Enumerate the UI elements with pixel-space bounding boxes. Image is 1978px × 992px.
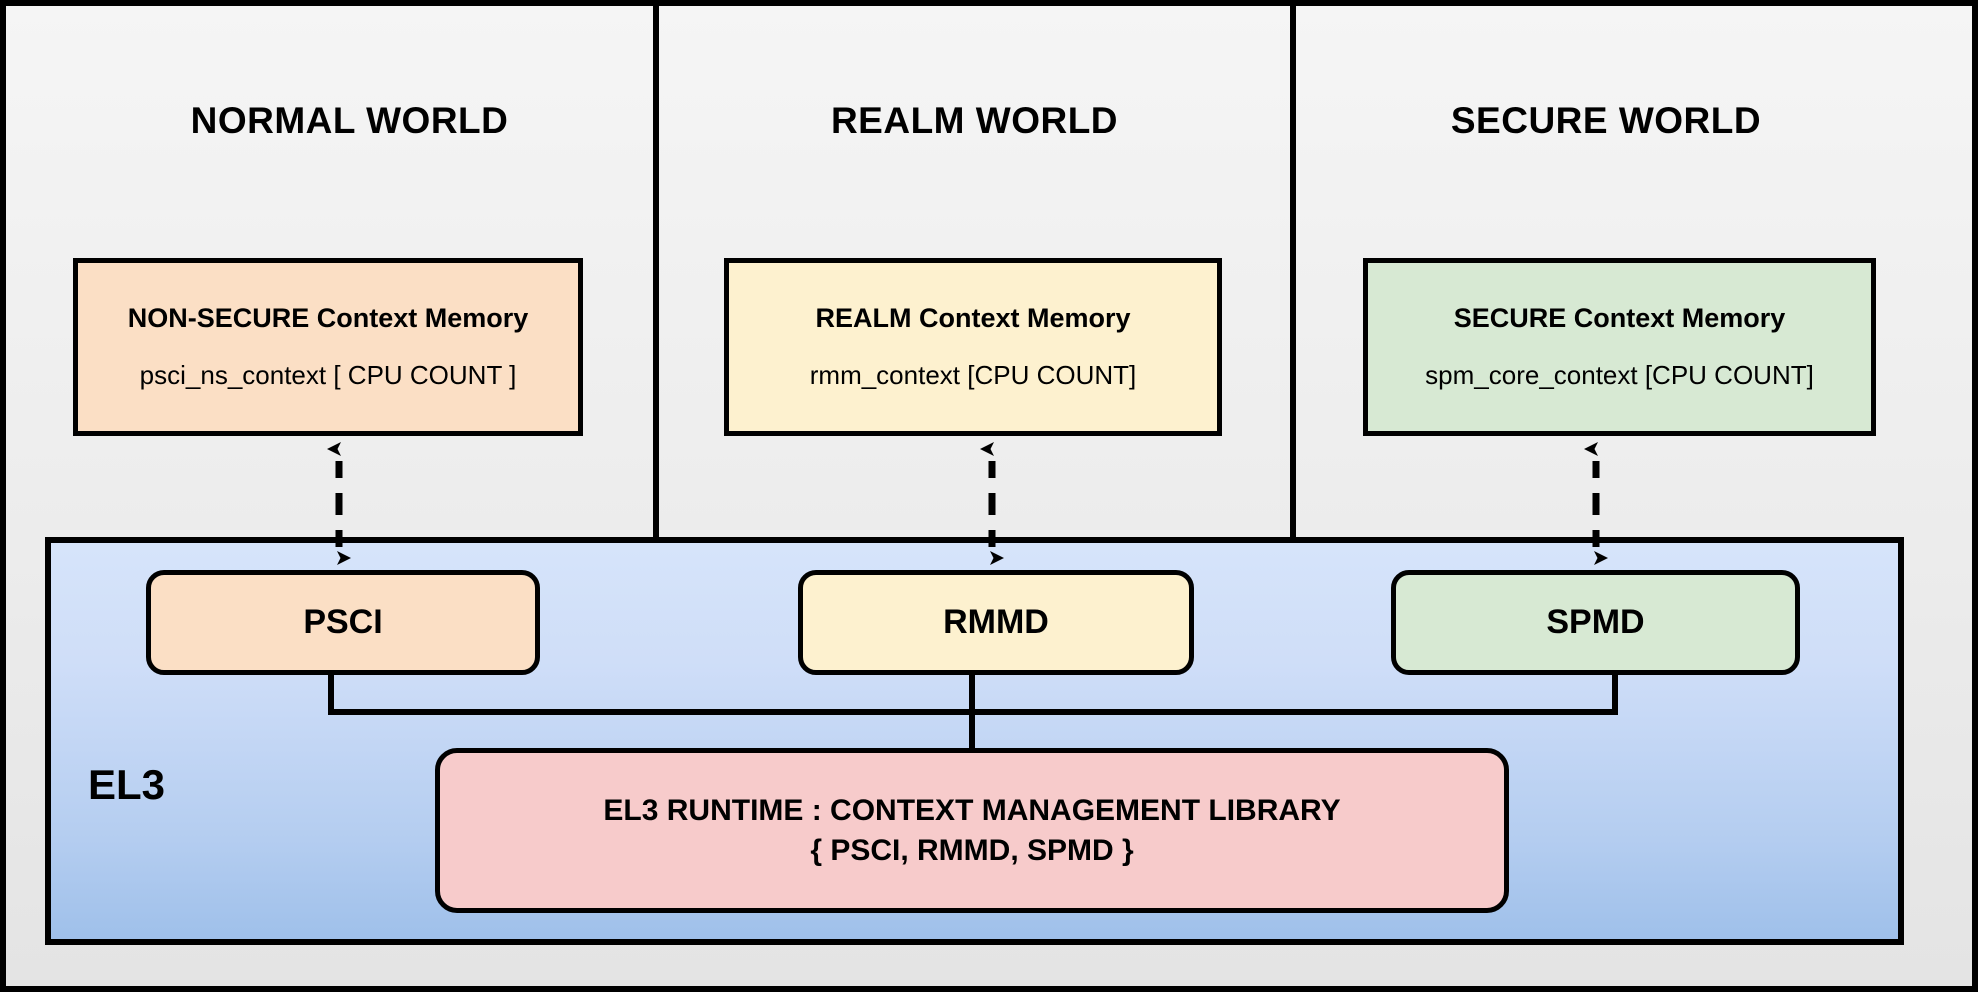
context-memory-subtitle-secure: spm_core_context [CPU COUNT] (1425, 360, 1814, 390)
dispatcher-label-spmd: SPMD (1546, 603, 1645, 641)
divider-normal-realm (653, 6, 659, 537)
context-memory-box-non-secure[interactable]: NON-SECURE Context Memory psci_ns_contex… (73, 258, 583, 436)
dispatcher-box-psci[interactable]: PSCI (146, 570, 540, 675)
context-memory-title-realm: REALM Context Memory (815, 303, 1131, 333)
context-memory-title-secure: SECURE Context Memory (1453, 303, 1786, 333)
el3-runtime-library-line2: { PSCI, RMMD, SPMD } (810, 833, 1134, 867)
world-title-realm: REALM WORLD (830, 100, 1119, 141)
el3-runtime-library-line1: EL3 RUNTIME : CONTEXT MANAGEMENT LIBRARY (603, 793, 1341, 827)
el3-runtime-library-box[interactable]: EL3 RUNTIME : CONTEXT MANAGEMENT LIBRARY… (435, 748, 1509, 913)
dispatcher-box-rmmd[interactable]: RMMD (798, 570, 1194, 675)
context-memory-title-non-secure: NON-SECURE Context Memory (127, 303, 529, 333)
world-title-normal: NORMAL WORLD (190, 100, 509, 141)
world-title-secure: SECURE WORLD (1450, 100, 1762, 141)
dispatcher-label-psci: PSCI (303, 603, 383, 641)
divider-realm-secure (1290, 6, 1296, 537)
context-memory-box-secure[interactable]: SECURE Context Memory spm_core_context [… (1363, 258, 1876, 436)
dispatcher-box-spmd[interactable]: SPMD (1391, 570, 1800, 675)
context-memory-subtitle-realm: rmm_context [CPU COUNT] (809, 360, 1137, 390)
dispatcher-label-rmmd: RMMD (943, 603, 1049, 641)
el3-label: EL3 (88, 761, 166, 808)
context-memory-subtitle-non-secure: psci_ns_context [ CPU COUNT ] (139, 360, 517, 390)
context-memory-box-realm[interactable]: REALM Context Memory rmm_context [CPU CO… (724, 258, 1222, 436)
